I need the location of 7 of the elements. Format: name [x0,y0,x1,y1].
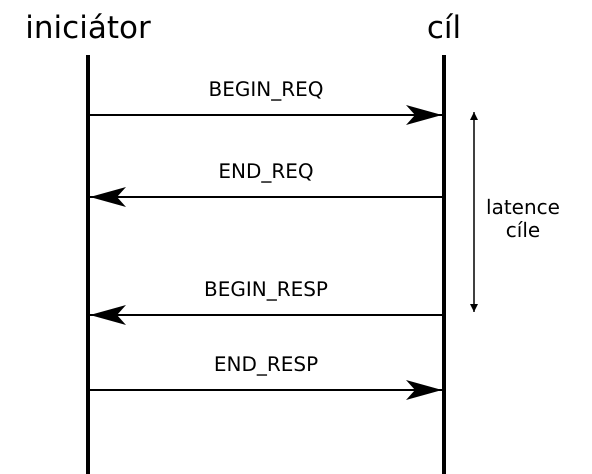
lifeline-heading: iniciátor [25,9,151,48]
arrow [90,380,442,400]
annotation-text: latence cíle [485,196,561,242]
arrow [90,105,442,125]
lifeline-heading: cíl [426,9,462,48]
arrow [90,305,442,325]
arrow [90,187,442,207]
